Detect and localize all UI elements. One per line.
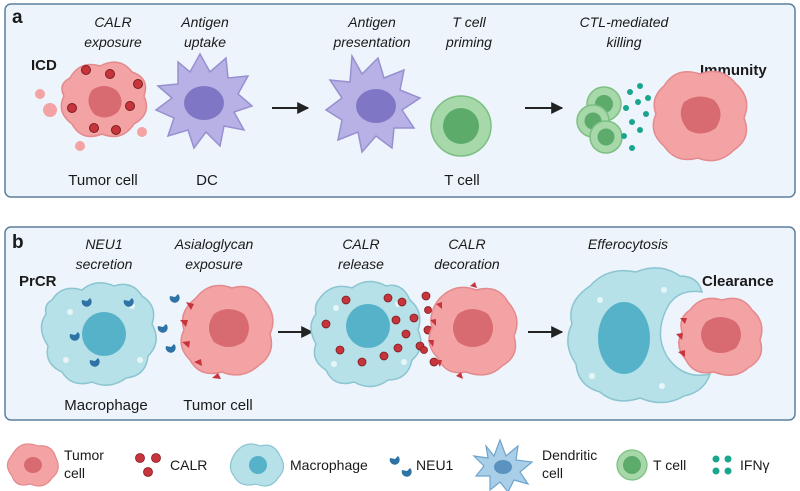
b-tumor-icon: [180, 284, 274, 379]
a-step2-line2: uptake: [184, 34, 226, 50]
a-step3-line2: presentation: [332, 34, 410, 50]
a-label-tumor: Tumor cell: [68, 172, 137, 189]
a-dc-presenting-icon: [324, 53, 422, 154]
legend-tumor-label-2: cell: [64, 465, 85, 481]
a-tcell-icon: [430, 95, 492, 157]
b-neu1-secreted-icon: [157, 294, 180, 353]
a-target-tumor-icon: [652, 70, 748, 162]
b-step2-line1: Asialoglycan: [174, 236, 254, 252]
b-label-tumor: Tumor cell: [183, 397, 252, 414]
panel-b-letter: b: [12, 232, 24, 253]
a-step1-line2: exposure: [84, 34, 142, 50]
a-step4-line2: priming: [445, 34, 492, 50]
legend-neu1-label: NEU1: [416, 457, 454, 473]
panel-b-title: PrCR: [19, 273, 57, 290]
b-tumor-decorated-icon: [420, 282, 518, 379]
a-step5-line2: killing: [606, 34, 641, 50]
panel-a-letter: a: [12, 7, 23, 28]
a-label-dc: DC: [196, 172, 218, 189]
legend-neu1-icon: [389, 456, 412, 477]
b-step4-line1: CALR: [448, 236, 485, 252]
legend-tcell-icon: [616, 449, 648, 481]
a-label-tcell: T cell: [444, 172, 480, 189]
b-engulfed-tumor-icon: [676, 297, 763, 376]
b-efferocytosis-macrophage-icon: [567, 267, 712, 404]
panel-a: a ICD Immunity CALR exposure Antigen upt…: [4, 3, 796, 198]
b-step3-line2: release: [338, 256, 384, 272]
a-tumor-cell-icon: [35, 61, 148, 151]
b-macrophage-release-icon: [310, 280, 422, 388]
legend-tcell-label: T cell: [653, 457, 686, 473]
legend-dendritic-icon: [472, 438, 534, 491]
legend-dendritic-label-1: Dendritic: [542, 447, 597, 463]
b-step1-line1: NEU1: [85, 236, 122, 252]
b-label-macrophage: Macrophage: [64, 397, 147, 414]
panel-b: b PrCR Clearance NEU1 secretion Asialogl…: [4, 226, 796, 421]
legend-ifng-icon: [712, 455, 732, 475]
b-step5-label: Efferocytosis: [588, 236, 668, 252]
legend-tumor-label-1: Tumor: [64, 447, 104, 463]
a-ifng-dots-icon: [621, 83, 651, 151]
a-step1-line1: CALR: [94, 14, 131, 30]
legend-ifng-label: IFNγ: [740, 457, 770, 473]
panel-b-outcome: Clearance: [702, 273, 774, 290]
legend: Tumor cell CALR Macrophage NEU1 Dendriti…: [6, 438, 770, 491]
legend-calr-icon: [135, 453, 161, 477]
legend-macrophage-icon: [229, 443, 285, 487]
panel-a-title: ICD: [31, 57, 57, 74]
a-step5-line1: CTL-mediated: [580, 14, 670, 30]
a-step2-line1: Antigen: [180, 14, 229, 30]
b-step4-line2: decoration: [434, 256, 500, 272]
a-step4-line1: T cell: [452, 14, 486, 30]
a-ctl-cluster-icon: [576, 86, 623, 154]
a-step3-line1: Antigen: [347, 14, 396, 30]
b-step2-line2: exposure: [185, 256, 243, 272]
b-macrophage-icon: [40, 282, 157, 386]
legend-tumor-icon: [6, 443, 59, 487]
a-dc-icon: [154, 52, 254, 150]
b-step3-line1: CALR: [342, 236, 379, 252]
b-step1-line2: secretion: [76, 256, 133, 272]
legend-calr-label: CALR: [170, 457, 207, 473]
legend-macrophage-label: Macrophage: [290, 457, 368, 473]
legend-dendritic-label-2: cell: [542, 465, 563, 481]
